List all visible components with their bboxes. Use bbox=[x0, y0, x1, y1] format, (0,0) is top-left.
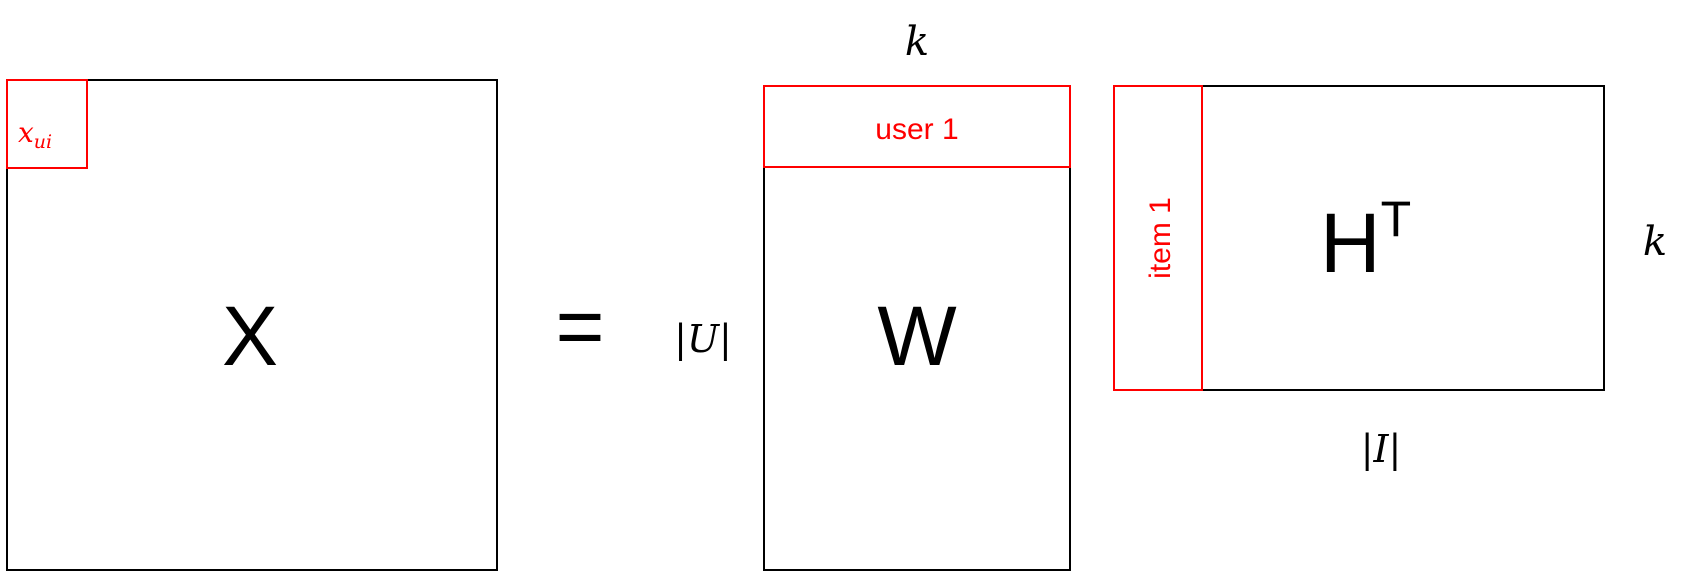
matrix-x-label: X bbox=[222, 289, 278, 383]
matrix-w-label: W bbox=[877, 289, 956, 383]
w-rows-label: |U| bbox=[674, 317, 732, 361]
user-1-row-label: user 1 bbox=[875, 113, 958, 146]
w-cols-label: k bbox=[905, 19, 929, 65]
item-1-col-box bbox=[1113, 85, 1203, 391]
equals-sign: = bbox=[555, 279, 604, 373]
user-1-row-box bbox=[763, 85, 1071, 168]
ht-rows-label: k bbox=[1643, 219, 1667, 265]
matrix-ht-label: HT bbox=[1320, 191, 1411, 290]
entry-xui-label: xui bbox=[18, 116, 52, 153]
matrix-x-box bbox=[6, 79, 498, 571]
item-1-col-label: item 1 bbox=[1144, 197, 1177, 279]
ht-cols-label: |I| bbox=[1361, 427, 1402, 471]
entry-xui-box bbox=[6, 79, 88, 169]
